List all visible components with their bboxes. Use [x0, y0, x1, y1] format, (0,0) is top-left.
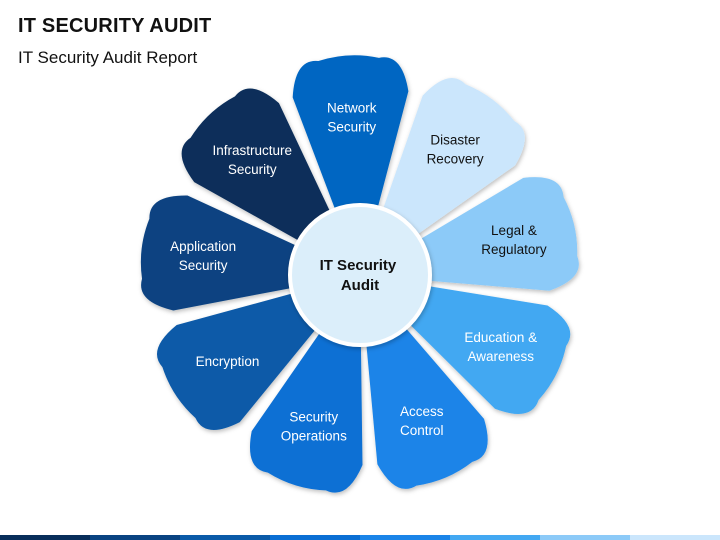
- segment-label-line: Encryption: [196, 354, 260, 369]
- segment-legal-regulatory: [411, 177, 579, 291]
- center-hub: IT Security Audit: [288, 203, 432, 347]
- bottom-bar-segment: [450, 535, 540, 540]
- segment-security-operations: [249, 324, 363, 493]
- center-label-line1: IT Security: [320, 257, 397, 274]
- segment-label-line: Legal &: [491, 223, 537, 238]
- bottom-color-bar: [0, 535, 720, 540]
- slide-title: IT SECURITY AUDIT: [18, 15, 212, 37]
- segment-label-line: Control: [400, 423, 444, 438]
- segment-label-line: Security: [228, 162, 277, 177]
- segment-label: Legal & Regulatory: [481, 223, 547, 257]
- segment-disaster-recovery: [379, 77, 525, 241]
- segment-education-awareness: [402, 284, 571, 414]
- bottom-bar-segment: [0, 535, 90, 540]
- segment-label-line: Security: [289, 410, 338, 425]
- svg-text:IT Security Audit: IT Security Audit: [320, 257, 401, 294]
- segment-label-line: Education &: [464, 330, 537, 345]
- center-label-line2: Audit: [341, 277, 379, 294]
- bottom-bar-segment: [630, 535, 720, 540]
- segment-access-control: [365, 320, 488, 489]
- segment-label-line: Awareness: [468, 349, 535, 364]
- segment-label: Encryption: [196, 354, 260, 369]
- slide-subtitle: IT Security Audit Report: [18, 48, 198, 67]
- segment-label-line: Security: [327, 120, 376, 135]
- segment-label: Education & Awareness: [464, 330, 537, 364]
- segment-label-line: Disaster: [430, 132, 480, 147]
- bottom-bar-segment: [270, 535, 360, 540]
- segment-label-line: Security: [179, 258, 228, 273]
- bottom-bar-segment: [540, 535, 630, 540]
- segment-label-line: Recovery: [427, 151, 484, 166]
- bottom-bar-segment: [360, 535, 450, 540]
- segment-encryption: [156, 290, 323, 430]
- center-circle: [288, 203, 432, 347]
- segment-label-line: Network: [327, 101, 377, 116]
- bottom-bar-segment: [90, 535, 180, 540]
- segment-label-line: Operations: [281, 429, 347, 444]
- segment-label-line: Infrastructure: [212, 143, 292, 158]
- segment-network-security: [292, 55, 409, 219]
- segment-infrastructure-security: [181, 88, 335, 246]
- segment-label-line: Regulatory: [481, 242, 547, 257]
- segment-application-security: [140, 195, 306, 311]
- segment-label-line: Application: [170, 239, 236, 254]
- bottom-bar-segment: [180, 535, 270, 540]
- segment-label-line: Access: [400, 404, 444, 419]
